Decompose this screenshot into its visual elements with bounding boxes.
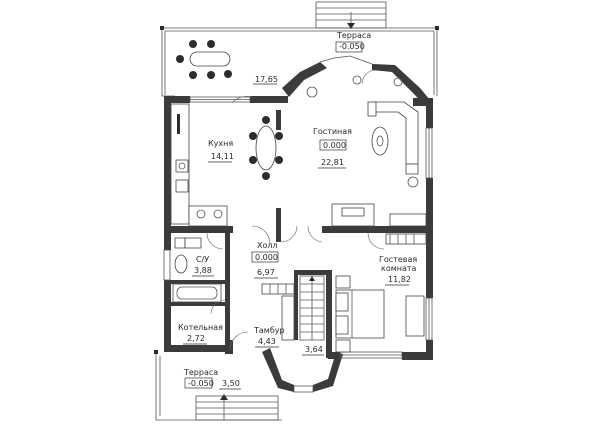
terrace-bottom — [154, 350, 282, 421]
windows — [163, 55, 433, 393]
doors — [206, 69, 385, 351]
terrace-top-name: Терраса — [336, 31, 371, 40]
living-level: 0.000 — [323, 141, 346, 150]
terrace-top-area: 17,65 — [255, 75, 278, 84]
terrace-bottom-name: Терраса — [183, 368, 218, 377]
hall-level: 0.000 — [255, 253, 278, 262]
hall-name: Холл — [257, 241, 278, 250]
living-name: Гостиная — [313, 127, 352, 136]
hall-area: 6,97 — [257, 268, 275, 277]
stairs-area: 3,64 — [305, 345, 323, 354]
room-labels: Терраса -0.050 17,65 Кухня 14,11 Гостина… — [178, 31, 417, 390]
vestibule-area: 4,43 — [258, 337, 276, 346]
vestibule-name: Тамбур — [253, 326, 285, 335]
kitchen-name: Кухня — [208, 139, 233, 148]
boiler-area: 2,72 — [187, 334, 205, 343]
guest-name-1: Гостевая — [379, 255, 417, 264]
bathroom-name: С/У — [196, 255, 209, 264]
stairs — [261, 275, 325, 341]
terrace-bottom-area: 3,50 — [222, 379, 240, 388]
guest-area: 11,82 — [388, 275, 411, 284]
terrace-top-level: -0.050 — [339, 42, 365, 51]
exterior-walls — [164, 62, 433, 392]
terrace-top — [160, 1, 439, 97]
bathroom-area: 3,88 — [194, 266, 212, 275]
bathroom-fixtures — [172, 237, 222, 303]
guest-furniture — [335, 233, 427, 353]
kitchen-furniture — [170, 103, 283, 227]
boiler-name: Котельная — [178, 323, 223, 332]
kitchen-area: 14,11 — [211, 152, 234, 161]
terrace-bottom-level: -0.050 — [188, 379, 214, 388]
living-area: 22,81 — [321, 158, 344, 167]
dining-set-terrace — [176, 40, 232, 79]
guest-name-2: комната — [381, 264, 417, 273]
interior-walls — [171, 110, 426, 358]
living-furniture — [306, 75, 427, 227]
